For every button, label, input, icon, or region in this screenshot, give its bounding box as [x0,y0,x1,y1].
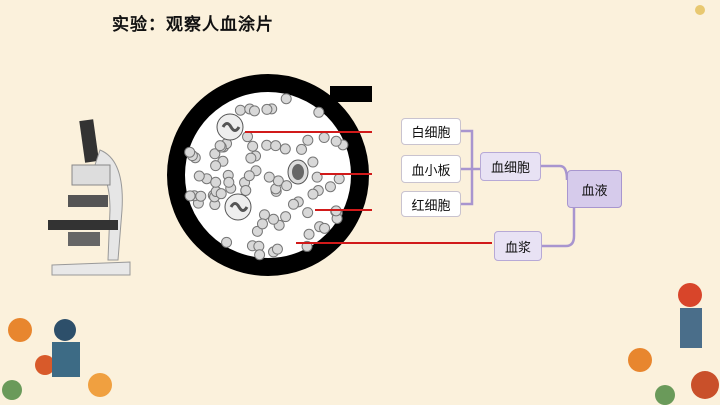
red-blood-cell-mark [280,93,292,105]
page-title: 实验：观察人血涂片 [112,15,274,35]
node-white-blood-cell[interactable]: 白细胞 [401,118,461,145]
red-blood-cell-mark [319,222,331,234]
red-blood-cell-mark [263,171,275,183]
microscope-illustration [48,119,131,276]
red-blood-cell-mark [243,170,255,182]
red-blood-cell-mark [302,207,314,219]
red-blood-cell-mark [268,213,280,225]
red-blood-cell-mark [256,218,268,230]
eyepiece-tab [330,86,372,102]
red-blood-cell-mark [318,132,330,144]
node-platelet[interactable]: 血小板 [401,155,461,183]
red-blood-cell-mark [307,188,319,200]
red-blood-cell-mark [270,140,282,152]
red-blood-cell-mark [210,160,222,172]
red-blood-cell-mark [280,211,292,223]
red-blood-cell-mark [245,152,257,164]
cell-scatter [184,93,349,261]
red-blood-cell-mark [242,131,254,143]
red-blood-cell-mark [234,104,246,116]
node-plasma[interactable]: 血浆 [494,231,542,261]
red-blood-cell-mark [330,135,342,147]
red-blood-cell-mark [261,103,273,115]
red-blood-cell-mark [311,171,323,183]
red-blood-cell-mark [279,143,291,155]
red-blood-cell-mark [258,209,270,221]
red-blood-cell-mark [324,181,336,193]
red-blood-cell-mark [307,156,319,168]
red-blood-cell-mark [296,143,308,155]
red-blood-cell-mark [303,228,315,240]
red-blood-cell-mark [281,180,293,192]
red-blood-cell-mark [313,106,325,118]
node-red-blood-cell[interactable]: 红细胞 [401,191,461,217]
red-blood-cell-mark [221,236,233,248]
decor-children-right [628,5,719,405]
red-blood-cell-mark [247,140,259,152]
node-blood[interactable]: 血液 [567,170,622,208]
red-blood-cell-mark [223,176,235,188]
red-blood-cell-mark [214,140,226,152]
red-blood-cell-mark [209,148,221,160]
node-blood-cells[interactable]: 血细胞 [480,152,541,181]
red-blood-cell-mark [287,198,299,210]
red-blood-cell-mark [254,249,266,261]
red-blood-cell-mark [184,146,196,158]
red-blood-cell-mark [333,173,345,185]
red-blood-cell-mark [184,190,196,202]
red-blood-cell-mark [215,188,227,200]
red-blood-cell-mark [272,175,284,187]
red-blood-cell-mark [193,170,205,182]
red-blood-cell-mark [251,225,263,237]
red-blood-cell-mark [240,184,252,196]
pointer-lines [245,131,492,244]
red-blood-cell-mark [271,243,283,255]
red-blood-cell-mark [195,190,207,202]
red-blood-cell-mark [210,176,222,188]
decor-children-left [2,318,112,400]
white-blood-cells [216,113,309,221]
red-blood-cell-mark [248,105,260,117]
red-blood-cell-mark [302,134,314,146]
connectors [461,129,576,248]
